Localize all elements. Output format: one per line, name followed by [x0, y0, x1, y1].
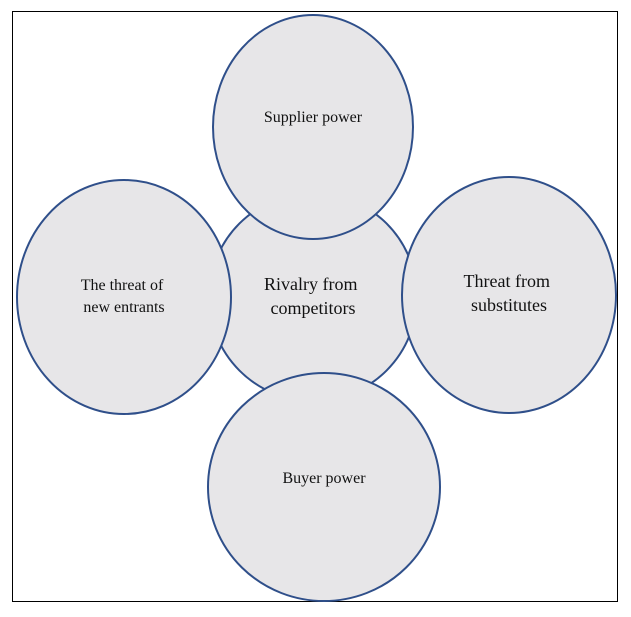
- node-right-label-line1: Threat from: [464, 271, 550, 291]
- node-right-shape: [401, 176, 617, 414]
- node-right-label: Threat from substitutes: [464, 271, 555, 315]
- node-bottom-shape: [207, 372, 441, 602]
- node-top-label-line1: Supplier power: [264, 109, 363, 126]
- node-center-label-line1: Rivalry from: [264, 274, 357, 294]
- node-threat-of-new-entrants: The threat of new entrants: [16, 179, 232, 415]
- node-center-label-line2: competitors: [271, 298, 356, 318]
- node-bottom-label: Buyer power: [282, 470, 366, 487]
- node-bottom-label-line1: Buyer power: [282, 470, 366, 487]
- node-supplier-power: Supplier power: [212, 14, 414, 240]
- node-center-label: Rivalry from competitors: [264, 274, 362, 318]
- node-top-label: Supplier power: [264, 109, 363, 126]
- node-rivalry-from-competitors: Rivalry from competitors: [208, 192, 418, 402]
- node-right-label-line2: substitutes: [471, 295, 547, 315]
- node-top-shape: [212, 14, 414, 240]
- node-left-label-line2: new entrants: [83, 299, 164, 316]
- node-buyer-power: Buyer power: [207, 372, 441, 602]
- node-left-shape: [16, 179, 232, 415]
- node-left-label-line1: The threat of: [81, 277, 164, 294]
- node-threat-from-substitutes: Threat from substitutes: [401, 176, 617, 414]
- node-left-label: The threat of new entrants: [81, 277, 168, 316]
